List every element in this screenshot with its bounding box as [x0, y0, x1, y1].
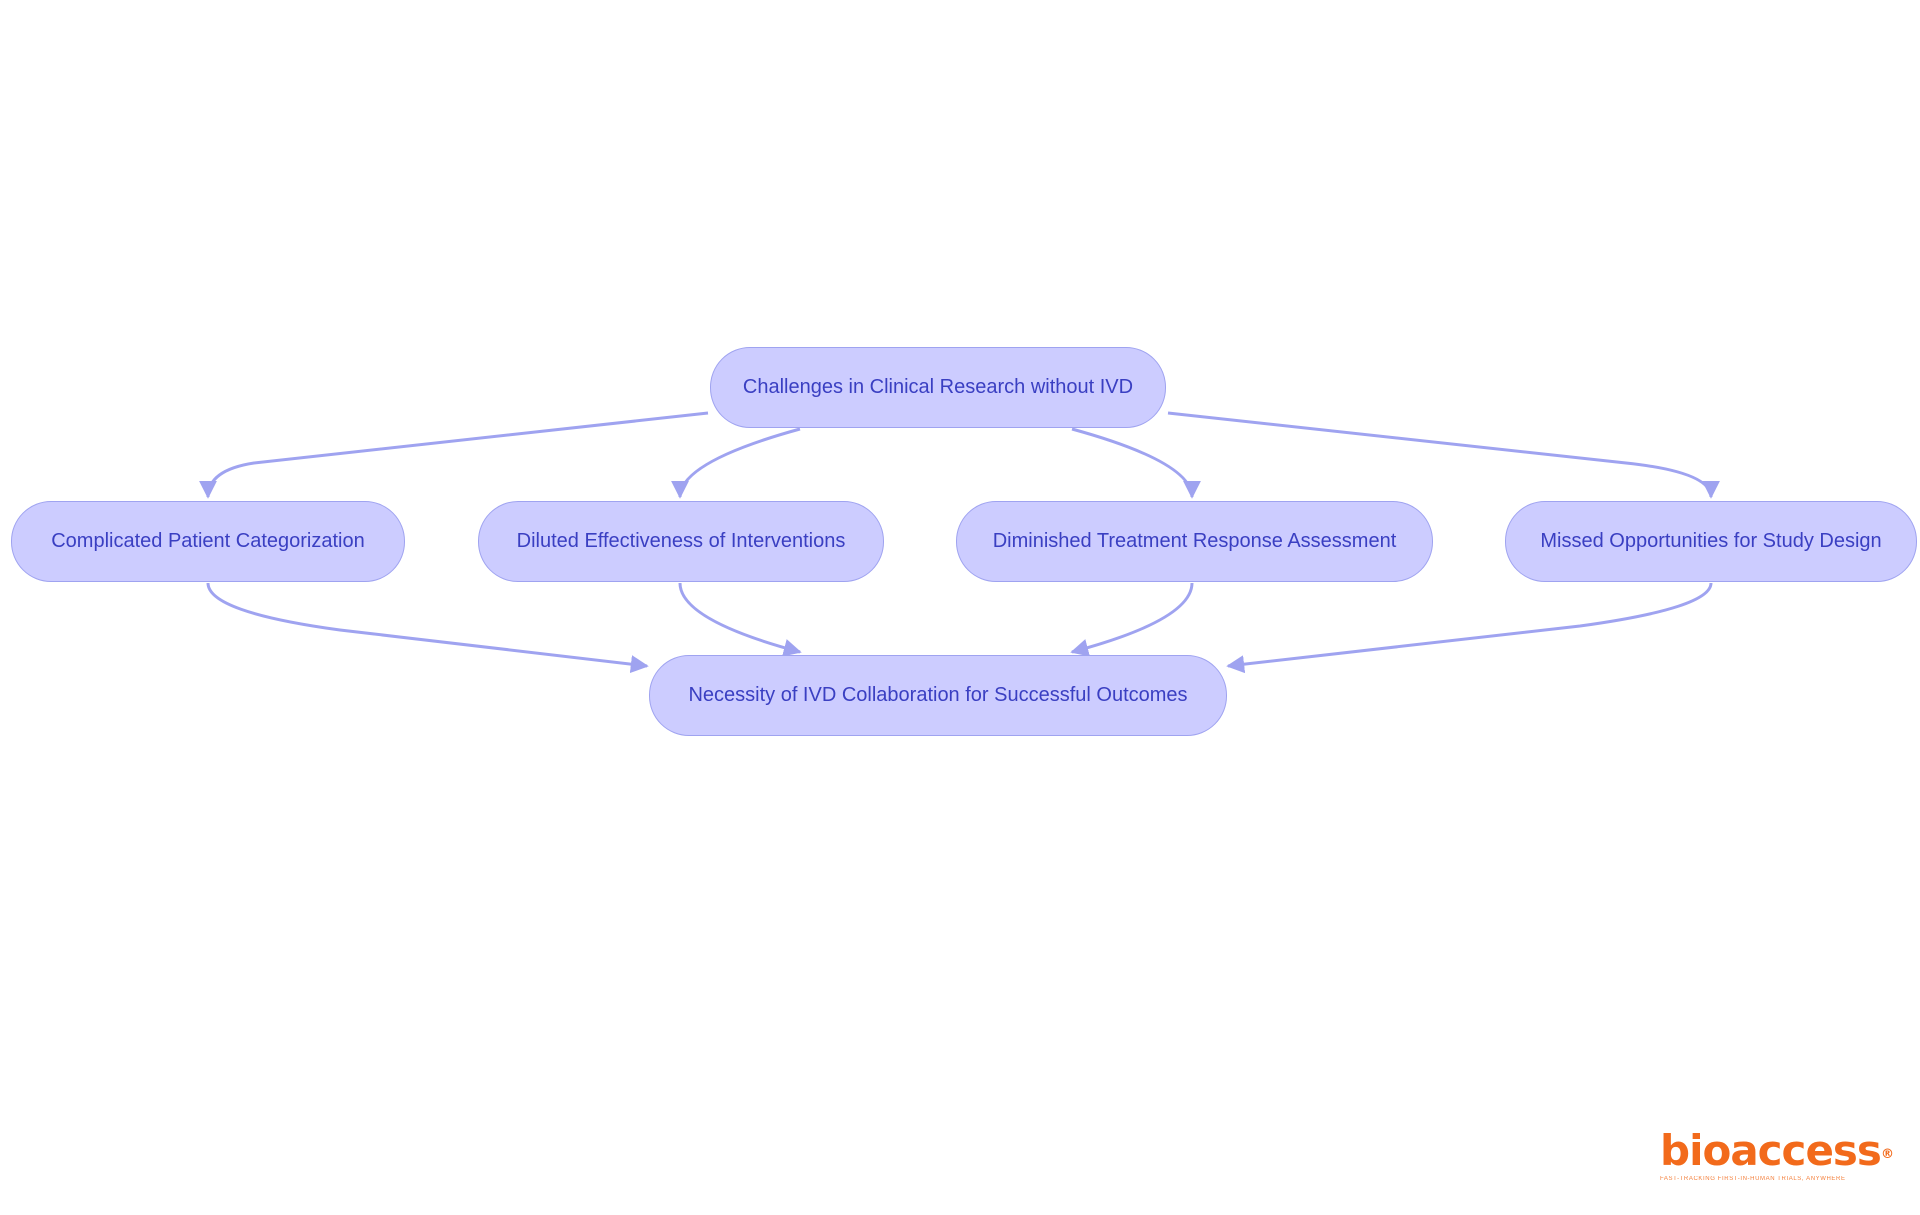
edge-diluted-effectiveness-to-sink [678, 582, 802, 657]
registered-mark: ® [1880, 1147, 1894, 1162]
edge-patient-categorization-to-sink [206, 582, 649, 674]
edge-treatment-response-to-sink [1070, 582, 1194, 657]
node-label: Diminished Treatment Response Assessment [992, 530, 1397, 552]
logo-tagline: FAST-TRACKING FIRST-IN-HUMAN TRIALS, ANY… [1660, 1176, 1846, 1182]
edge-study-design-to-sink [1226, 582, 1713, 674]
node-label: Diluted Effectiveness of Interventions [516, 530, 846, 552]
edge-root-to-study-design [1167, 411, 1720, 499]
node-necessity-of-ivd-collaboration: Necessity of IVD Collaboration for Succe… [649, 655, 1227, 736]
node-label: Complicated Patient Categorization [51, 530, 365, 552]
edge-root-to-treatment-response [1071, 427, 1201, 499]
edge-root-to-diluted-effectiveness [671, 427, 801, 499]
node-label: Missed Opportunities for Study Design [1540, 530, 1882, 552]
logo-wordmark: bioaccess® [1660, 1130, 1894, 1172]
node-diminished-treatment-response: Diminished Treatment Response Assessment [956, 501, 1433, 582]
node-diluted-effectiveness: Diluted Effectiveness of Interventions [478, 501, 884, 582]
node-complicated-patient-categorization: Complicated Patient Categorization [11, 501, 405, 582]
node-label: Challenges in Clinical Research without … [742, 376, 1134, 398]
edge-root-to-patient-categorization [199, 411, 709, 499]
node-challenges-in-clinical-research: Challenges in Clinical Research without … [710, 347, 1166, 428]
node-missed-opportunities: Missed Opportunities for Study Design [1505, 501, 1917, 582]
bioaccess-logo: bioaccess® FAST-TRACKING FIRST-IN-HUMAN … [1660, 1130, 1894, 1183]
logo-word: bioaccess [1660, 1126, 1882, 1175]
node-label: Necessity of IVD Collaboration for Succe… [688, 684, 1188, 706]
